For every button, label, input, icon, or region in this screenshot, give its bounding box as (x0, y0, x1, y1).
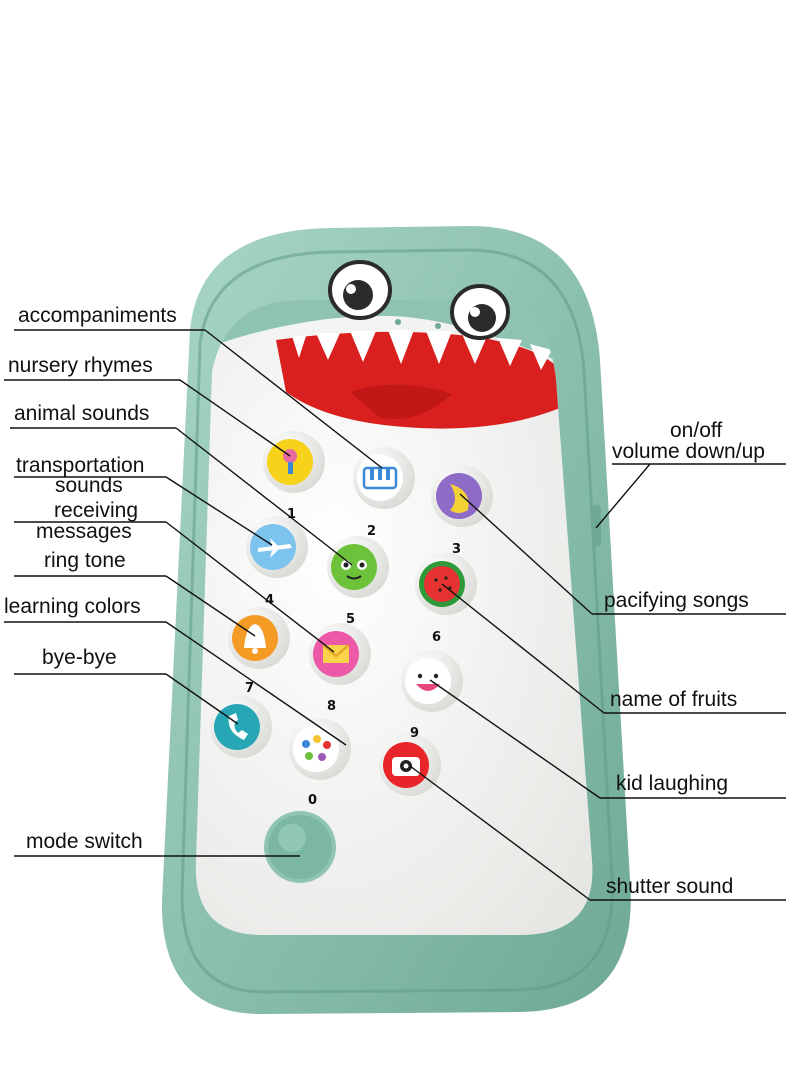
left-callouts: accompaniments nursery rhymes animal sou… (4, 304, 383, 857)
volume-button[interactable] (592, 505, 601, 547)
camera-icon (392, 757, 420, 776)
airplane-icon (258, 538, 292, 558)
leader-kid-laughing (429, 679, 601, 799)
key-shutter-sound[interactable] (379, 734, 441, 796)
right-callouts: on/off volume down/up pacifying songs na… (409, 419, 786, 901)
key-bye-bye[interactable] (210, 696, 272, 758)
shark-tongue (350, 384, 452, 419)
key-accompaniments[interactable] (353, 447, 415, 509)
eye-left (328, 260, 392, 320)
key-learning-colors[interactable] (289, 718, 351, 780)
callout-transportation-line1: transportation (16, 454, 144, 477)
phone-icon (228, 713, 248, 740)
leader-animal-sounds (175, 427, 353, 566)
callout-pacifying-songs: pacifying songs (604, 589, 749, 612)
shark-mouth (276, 331, 560, 429)
callout-shutter-sound: shutter sound (606, 875, 733, 898)
key-number-0: 0 (308, 793, 317, 808)
leader-ring-tone (165, 575, 256, 637)
leader-transportation (165, 476, 273, 546)
callout-learning-colors: learning colors (4, 595, 141, 618)
key-nursery-rhymes[interactable] (263, 431, 325, 493)
callout-nursery-rhymes: nursery rhymes (8, 354, 153, 377)
key-number-1: 1 (287, 507, 296, 522)
key-number-5: 5 (346, 612, 355, 627)
key-name-of-fruits[interactable] (415, 553, 477, 615)
leader-learning-colors (165, 621, 347, 746)
callout-kid-laughing: kid laughing (616, 772, 728, 795)
key-number-9: 9 (410, 726, 419, 741)
callout-receiving-line2: messages (36, 520, 132, 543)
key-animal-sounds[interactable] (327, 536, 389, 598)
callout-name-of-fruits: name of fruits (610, 688, 737, 711)
key-transportation-sounds[interactable] (246, 516, 308, 578)
leader-receiving-messages (165, 521, 335, 653)
callout-accompaniments: accompaniments (18, 304, 177, 327)
key-ring-tone[interactable] (228, 607, 290, 669)
callout-animal-sounds: animal sounds (14, 402, 149, 425)
callout-bye-bye: bye-bye (42, 646, 117, 669)
envelope-icon (322, 644, 350, 663)
leader-accompaniments (204, 329, 383, 469)
key-number-4: 4 (265, 593, 274, 608)
leader-nursery-rhymes (179, 379, 291, 457)
color-dots-icon (302, 735, 331, 761)
callout-receiving-line1: receiving (54, 499, 138, 522)
callout-transportation-line2: sounds (55, 474, 123, 497)
key-number-3: 3 (452, 542, 461, 557)
leader-pacifying-songs (459, 493, 593, 615)
key-number-6: 6 (432, 630, 441, 645)
callout-on-off: on/off (670, 419, 722, 442)
mode-switch-button[interactable] (264, 811, 336, 883)
leader-name-of-fruits (441, 583, 605, 714)
moon-icon (450, 484, 469, 513)
key-number-7: 7 (245, 681, 254, 696)
eye-right (450, 284, 510, 340)
leader-on-off-volume (595, 463, 651, 529)
key-number-2: 2 (367, 524, 376, 539)
callout-mode-switch: mode switch (26, 830, 143, 853)
callout-ring-tone: ring tone (44, 549, 126, 572)
phone-shell-edge (180, 248, 614, 994)
key-number-8: 8 (327, 699, 336, 714)
leader-bye-bye (165, 673, 239, 725)
laughing-face-icon (416, 673, 440, 691)
callout-volume: volume down/up (612, 440, 765, 463)
key-receiving-messages[interactable] (309, 623, 371, 685)
shark-teeth (292, 330, 552, 370)
nostril-right (435, 323, 441, 329)
nostril-left (395, 319, 401, 325)
leader-shutter-sound (409, 765, 591, 901)
piano-icon (362, 466, 398, 490)
